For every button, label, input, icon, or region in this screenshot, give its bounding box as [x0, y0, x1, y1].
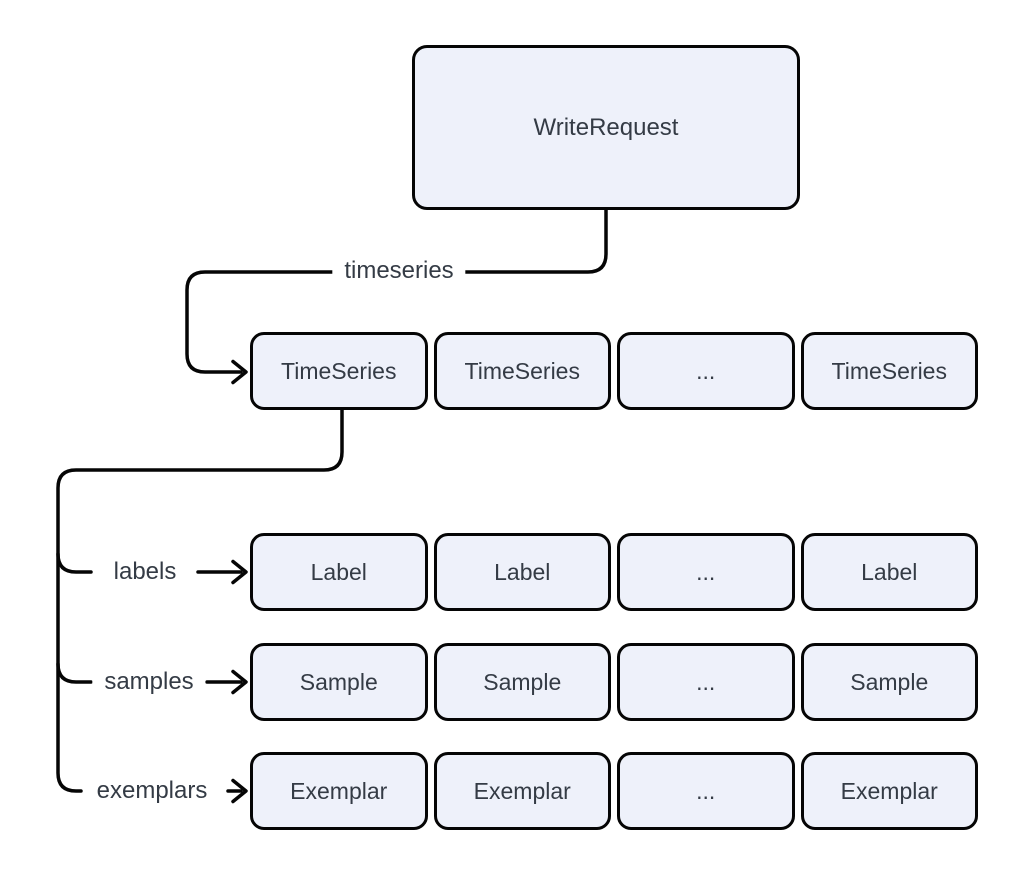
node-timeseries-n-label: TimeSeries: [831, 357, 947, 384]
edge-label-exemplars: exemplars: [84, 777, 220, 805]
node-timeseries-2: TimeSeries: [433, 332, 611, 410]
node-exemplar-1-label: Exemplar: [290, 777, 388, 804]
node-label-n: Label: [800, 533, 978, 611]
node-exemplar-1: Exemplar: [250, 752, 428, 830]
node-exemplar-n: Exemplar: [800, 752, 978, 830]
node-timeseries-1: TimeSeries: [250, 332, 428, 410]
node-timeseries-n: TimeSeries: [800, 332, 978, 410]
edge-label-samples: samples: [92, 668, 206, 696]
node-exemplar-2-label: Exemplar: [473, 777, 571, 804]
node-sample-n-label: Sample: [850, 668, 929, 695]
node-writerequest-label: WriteRequest: [533, 113, 679, 141]
edge-labels-arrowhead-icon: [231, 559, 248, 585]
node-label-1: Label: [250, 533, 428, 611]
node-exemplar-ellipsis-label: ...: [696, 777, 716, 804]
edge-exemplars-arrowhead-icon: [231, 778, 248, 804]
node-sample-ellipsis: ...: [617, 643, 795, 721]
node-writerequest: WriteRequest: [412, 45, 800, 210]
node-sample-2-label: Sample: [483, 668, 562, 695]
node-sample-n: Sample: [800, 643, 978, 721]
edge-samples-stub-line: [56, 662, 93, 684]
edge-label-timeseries: timeseries: [332, 257, 466, 285]
node-sample-ellipsis-label: ...: [696, 668, 716, 695]
node-exemplar-2: Exemplar: [433, 752, 611, 830]
edge-label-labels: labels: [101, 558, 189, 586]
edge-timeseries-line: [185, 208, 608, 374]
node-label-1-label: Label: [310, 558, 367, 585]
node-sample-2: Sample: [433, 643, 611, 721]
node-timeseries-ellipsis: ...: [617, 332, 795, 410]
row-exemplars: Exemplar Exemplar ... Exemplar: [250, 752, 978, 830]
node-label-2-label: Label: [494, 558, 551, 585]
edge-samples-arrowhead-icon: [231, 669, 248, 695]
node-exemplar-n-label: Exemplar: [840, 777, 938, 804]
node-timeseries-1-label: TimeSeries: [281, 357, 397, 384]
row-samples: Sample Sample ... Sample: [250, 643, 978, 721]
node-label-ellipsis-label: ...: [696, 558, 716, 585]
row-labels: Label Label ... Label: [250, 533, 978, 611]
node-sample-1-label: Sample: [299, 668, 378, 695]
node-timeseries-ellipsis-label: ...: [696, 357, 716, 384]
row-timeseries: TimeSeries TimeSeries ... TimeSeries: [250, 332, 978, 410]
node-label-n-label: Label: [861, 558, 918, 585]
node-timeseries-2-label: TimeSeries: [464, 357, 580, 384]
node-exemplar-ellipsis: ...: [617, 752, 795, 830]
node-sample-1: Sample: [250, 643, 428, 721]
edge-trunk-line: [56, 408, 344, 793]
edge-timeseries-arrowhead-icon: [231, 359, 248, 385]
node-label-ellipsis: ...: [617, 533, 795, 611]
node-label-2: Label: [433, 533, 611, 611]
edge-labels-stub-line: [56, 552, 93, 574]
